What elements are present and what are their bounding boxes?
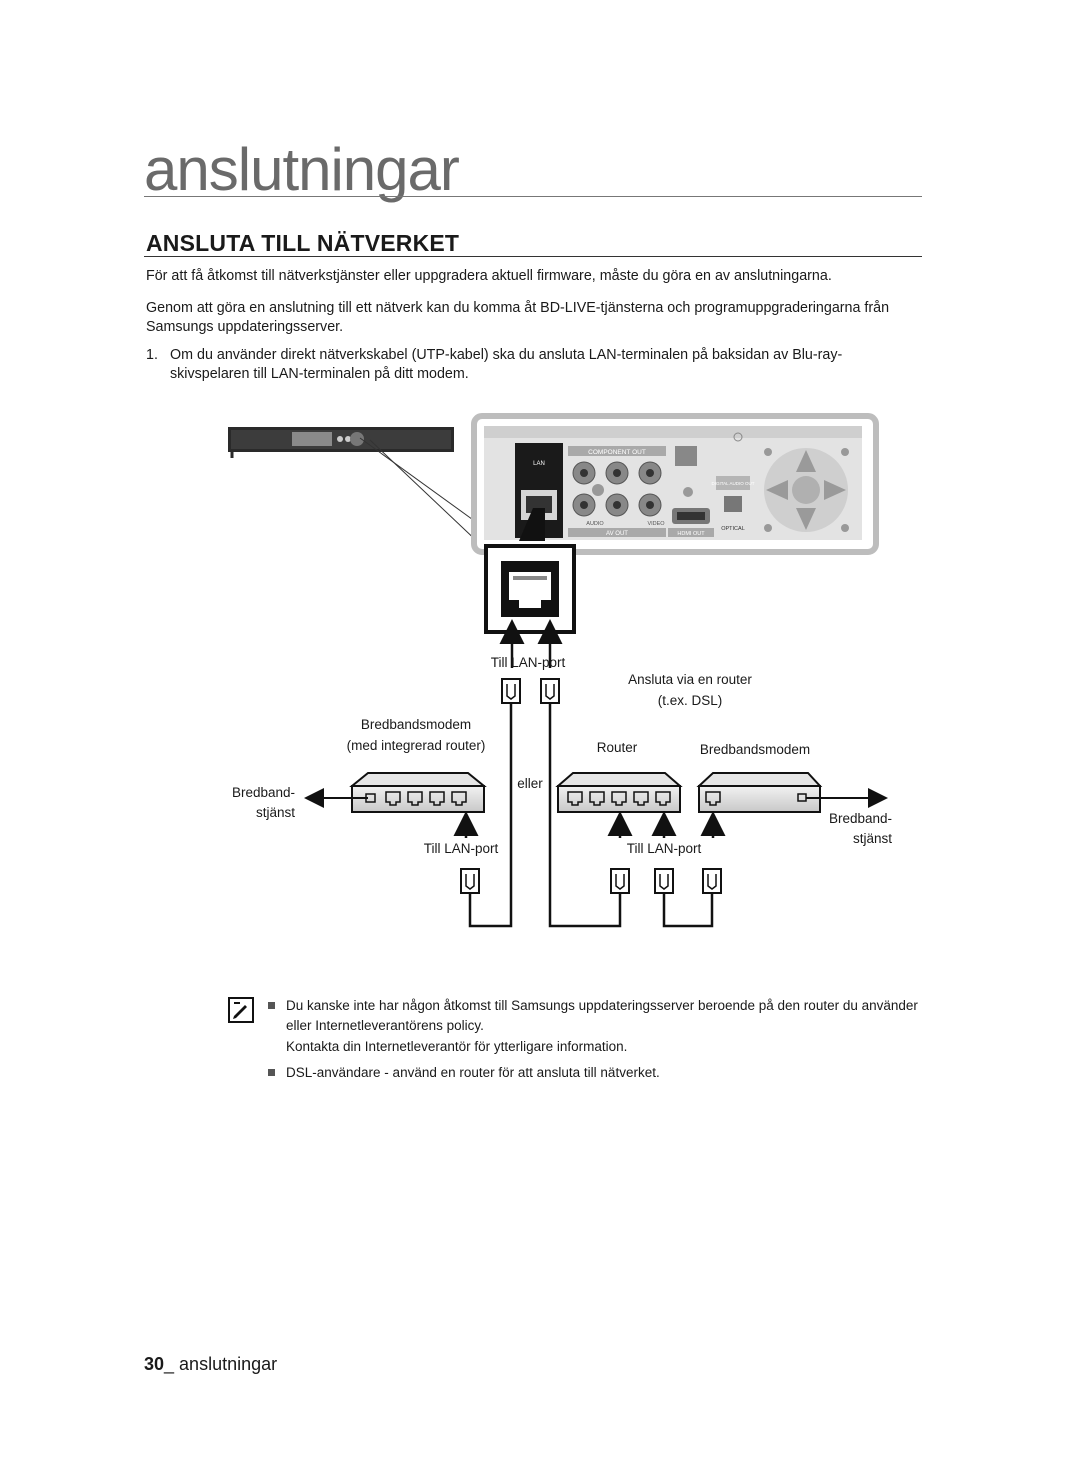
- optical-label: OPTICAL: [721, 526, 745, 532]
- network-connection-diagram: LAN COMPONENT OUT AV OUT AUDIO VIDEO HDM…: [228, 413, 892, 928]
- till-lan-port-right-label: Till LAN-port: [627, 841, 702, 856]
- router-option-subtitle: (t.ex. DSL): [658, 693, 723, 708]
- component-out-label: COMPONENT OUT: [588, 449, 646, 456]
- modem-right-label: Bredbandsmodem: [700, 742, 810, 757]
- or-label: eller: [517, 776, 543, 791]
- router-option-title: Ansluta via en router: [628, 672, 752, 687]
- ethernet-plug-icon: [460, 868, 480, 894]
- footer-chapter: _ anslutningar: [164, 1354, 278, 1374]
- section-title: ANSLUTA TILL NÄTVERKET: [146, 230, 460, 256]
- zoom-line: [359, 437, 477, 523]
- modem-label: Bredbandsmodem: [361, 717, 471, 732]
- router-device: [555, 772, 683, 813]
- lan-label: LAN: [533, 461, 545, 467]
- ethernet-plug-icon: [610, 868, 630, 894]
- hdmi-out-label: HDMI OUT: [677, 531, 705, 537]
- ethernet-plug-icon: [702, 868, 722, 894]
- note-text: Kontakta din Internetleverantör för ytte…: [286, 1039, 628, 1054]
- intro-paragraph-1: För att få åtkomst till nätverkstjänster…: [146, 268, 832, 284]
- modem-sublabel: (med integrerad router): [347, 738, 486, 753]
- note-icon: [228, 997, 254, 1023]
- bluray-player-icon: [228, 427, 454, 458]
- page-footer: 30_ anslutningar: [144, 1354, 277, 1375]
- broadband-left-label-2: stjänst: [256, 805, 295, 820]
- note-bullet-icon: [268, 1069, 275, 1076]
- audio-label: AUDIO: [586, 521, 604, 527]
- section-rule: [144, 256, 922, 257]
- av-out-label: AV OUT: [606, 531, 628, 537]
- note-bullet-icon: [268, 1002, 275, 1009]
- lan-port-callout: [484, 508, 576, 634]
- broadband-right-label: Bredband-: [829, 811, 892, 826]
- broadband-left-label: Bredband-: [232, 785, 295, 800]
- ethernet-plug-icon: [501, 678, 521, 704]
- router-label: Router: [597, 740, 638, 755]
- till-lan-port-left-label: Till LAN-port: [424, 841, 499, 856]
- broadband-right-label-2: stjänst: [853, 831, 892, 846]
- note-text: Du kanske inte har någon åtkomst till Sa…: [286, 998, 918, 1033]
- zoom-line: [369, 439, 483, 547]
- cable-line: [548, 703, 622, 928]
- list-item-text: Om du använder direkt nätverkskabel (UTP…: [170, 347, 843, 382]
- list-item-number: 1.: [146, 347, 158, 363]
- rear-panel-closeup: LAN COMPONENT OUT AV OUT AUDIO VIDEO HDM…: [471, 413, 879, 555]
- digital-audio-out-label: DIGITAL AUDIO OUT: [711, 481, 754, 486]
- video-label: VIDEO: [647, 521, 665, 527]
- broadband-modem-device: [349, 772, 487, 813]
- chapter-rule: [144, 196, 922, 197]
- ethernet-plug-icon: [654, 868, 674, 894]
- cable-line: [468, 703, 513, 928]
- broadband-modem-right-device: [696, 772, 823, 813]
- intro-paragraph-2: Genom att göra en anslutning till ett nä…: [146, 300, 890, 335]
- note-text: DSL-användare - använd en router för att…: [286, 1065, 660, 1080]
- till-lan-port-top-label: Till LAN-port: [491, 655, 566, 670]
- cable-line: [662, 893, 714, 928]
- ethernet-plug-icon: [540, 678, 560, 704]
- page-number: 30: [144, 1354, 165, 1374]
- chapter-title: anslutningar: [144, 136, 460, 203]
